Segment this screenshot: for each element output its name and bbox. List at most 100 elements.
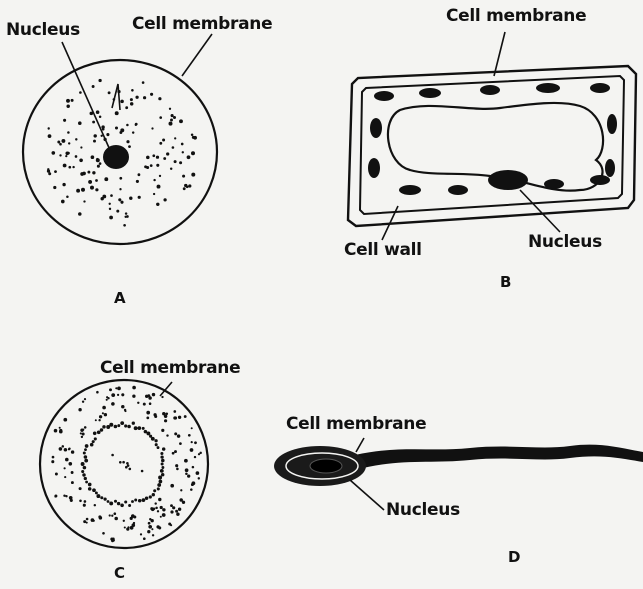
cell-a-dot bbox=[53, 186, 56, 189]
cell-c-dot bbox=[83, 466, 87, 470]
cell-a-dot bbox=[104, 177, 108, 181]
cell-a-dot bbox=[81, 188, 85, 192]
cell-a-dot bbox=[63, 164, 67, 168]
cell-a-dot bbox=[150, 93, 153, 96]
cell-a-dot bbox=[106, 133, 109, 136]
cell-c-dot bbox=[161, 459, 165, 463]
cell-c-dot bbox=[63, 418, 67, 422]
cell-c-dot bbox=[151, 519, 154, 522]
cell-c-dot bbox=[130, 526, 134, 530]
cell-c-dot bbox=[84, 459, 88, 463]
cell-a-dot bbox=[78, 212, 82, 216]
cell-a-dot bbox=[90, 186, 94, 190]
cell-c-dot bbox=[96, 391, 99, 394]
cell-c-dot bbox=[81, 470, 84, 473]
cell-c-dot bbox=[104, 413, 107, 416]
cell-c-dot bbox=[114, 500, 117, 503]
cell-c-dot bbox=[124, 424, 127, 427]
cell-a-nucleus-label: Nucleus bbox=[6, 20, 80, 40]
cell-a-dot bbox=[68, 142, 70, 144]
cell-a-dot bbox=[170, 119, 173, 122]
cell-a-dot bbox=[191, 151, 195, 155]
cell-c-dot bbox=[180, 489, 182, 491]
cell-c-dot bbox=[172, 506, 175, 509]
cell-a-dot bbox=[109, 203, 111, 205]
cell-c-dot bbox=[52, 456, 55, 459]
cell-c-dot bbox=[102, 425, 105, 428]
cell-a-dot bbox=[79, 159, 83, 163]
cell-c-dot bbox=[146, 411, 150, 415]
cell-a-dot bbox=[93, 134, 96, 137]
cell-c-dot bbox=[157, 487, 160, 490]
cell-c-dot bbox=[78, 408, 81, 411]
cell-a-dot bbox=[47, 168, 49, 170]
cell-c-dot bbox=[152, 534, 154, 536]
cell-c-dot bbox=[85, 444, 89, 448]
cell-c-dot bbox=[59, 429, 62, 432]
cell-c-membrane bbox=[40, 380, 208, 548]
cell-c-dot bbox=[140, 533, 142, 535]
cell-c-dot bbox=[102, 532, 105, 535]
cell-c-dot bbox=[84, 426, 87, 429]
cell-c-dot bbox=[146, 431, 150, 435]
cell-c-dot bbox=[153, 489, 156, 492]
cell-a-dot bbox=[170, 167, 172, 169]
cell-c-dot bbox=[176, 512, 179, 515]
cell-c-dot bbox=[157, 446, 160, 449]
cell-a-dot bbox=[71, 99, 74, 102]
cell-a-membrane-label: Cell membrane bbox=[132, 14, 272, 34]
cell-a-dot bbox=[146, 156, 150, 160]
cell-c-dot bbox=[146, 417, 149, 420]
cell-b-nucleus bbox=[488, 170, 528, 190]
cell-a-dot bbox=[59, 154, 61, 156]
cell-a-dot bbox=[142, 81, 145, 84]
cell-a-dot bbox=[83, 200, 85, 202]
cell-a-dot bbox=[156, 156, 159, 159]
cell-c-dot bbox=[132, 422, 135, 425]
cell-c-dot bbox=[178, 416, 181, 419]
cell-c-dot bbox=[69, 462, 73, 466]
cell-a-dot bbox=[132, 131, 134, 133]
cell-c-dot bbox=[117, 502, 120, 505]
cell-c-dot bbox=[155, 507, 158, 510]
cell-a-dot bbox=[163, 157, 166, 160]
cell-c-dot bbox=[141, 470, 144, 473]
cell-a-dot bbox=[126, 140, 129, 143]
cell-c-dot bbox=[164, 414, 167, 417]
cell-c-dot bbox=[82, 473, 85, 476]
cell-c-dot bbox=[143, 537, 146, 540]
cell-a-dot bbox=[188, 184, 191, 187]
cell-a-dot bbox=[119, 177, 122, 180]
cell-c-dot bbox=[120, 421, 124, 425]
cell-c-dot bbox=[154, 439, 157, 442]
cell-b-wall-inner bbox=[360, 76, 624, 214]
cell-c-dot bbox=[187, 474, 190, 477]
cell-c-dot bbox=[174, 432, 177, 435]
cell-c-dot bbox=[179, 442, 182, 445]
cell-a-dot bbox=[126, 124, 128, 127]
cell-c-dot bbox=[194, 441, 197, 444]
cell-a-dot bbox=[169, 122, 173, 126]
cell-c-dot bbox=[149, 495, 152, 498]
cell-c-dot bbox=[107, 500, 110, 503]
cell-a-dot bbox=[78, 121, 82, 125]
cell-c-dot bbox=[190, 448, 194, 452]
cell-c-dot bbox=[96, 494, 100, 498]
cell-c-dot bbox=[114, 425, 118, 429]
cell-a-dot bbox=[138, 196, 141, 199]
cell-c-dot bbox=[149, 402, 152, 405]
cell-c-dot bbox=[113, 512, 116, 515]
cell-c-dot bbox=[157, 510, 159, 512]
cell-c-dot bbox=[161, 429, 164, 432]
cell-c-dot bbox=[98, 515, 101, 518]
cell-c-dot bbox=[152, 393, 155, 396]
cell-c-dot bbox=[93, 432, 97, 436]
cell-a-dot bbox=[182, 175, 185, 178]
cell-c-dot bbox=[126, 462, 129, 465]
cell-c-dot bbox=[160, 452, 163, 455]
cell-c-dot bbox=[102, 412, 104, 414]
cell-c-dot bbox=[111, 393, 115, 397]
cell-a-dot bbox=[183, 187, 186, 190]
cell-a-dot bbox=[115, 111, 119, 115]
